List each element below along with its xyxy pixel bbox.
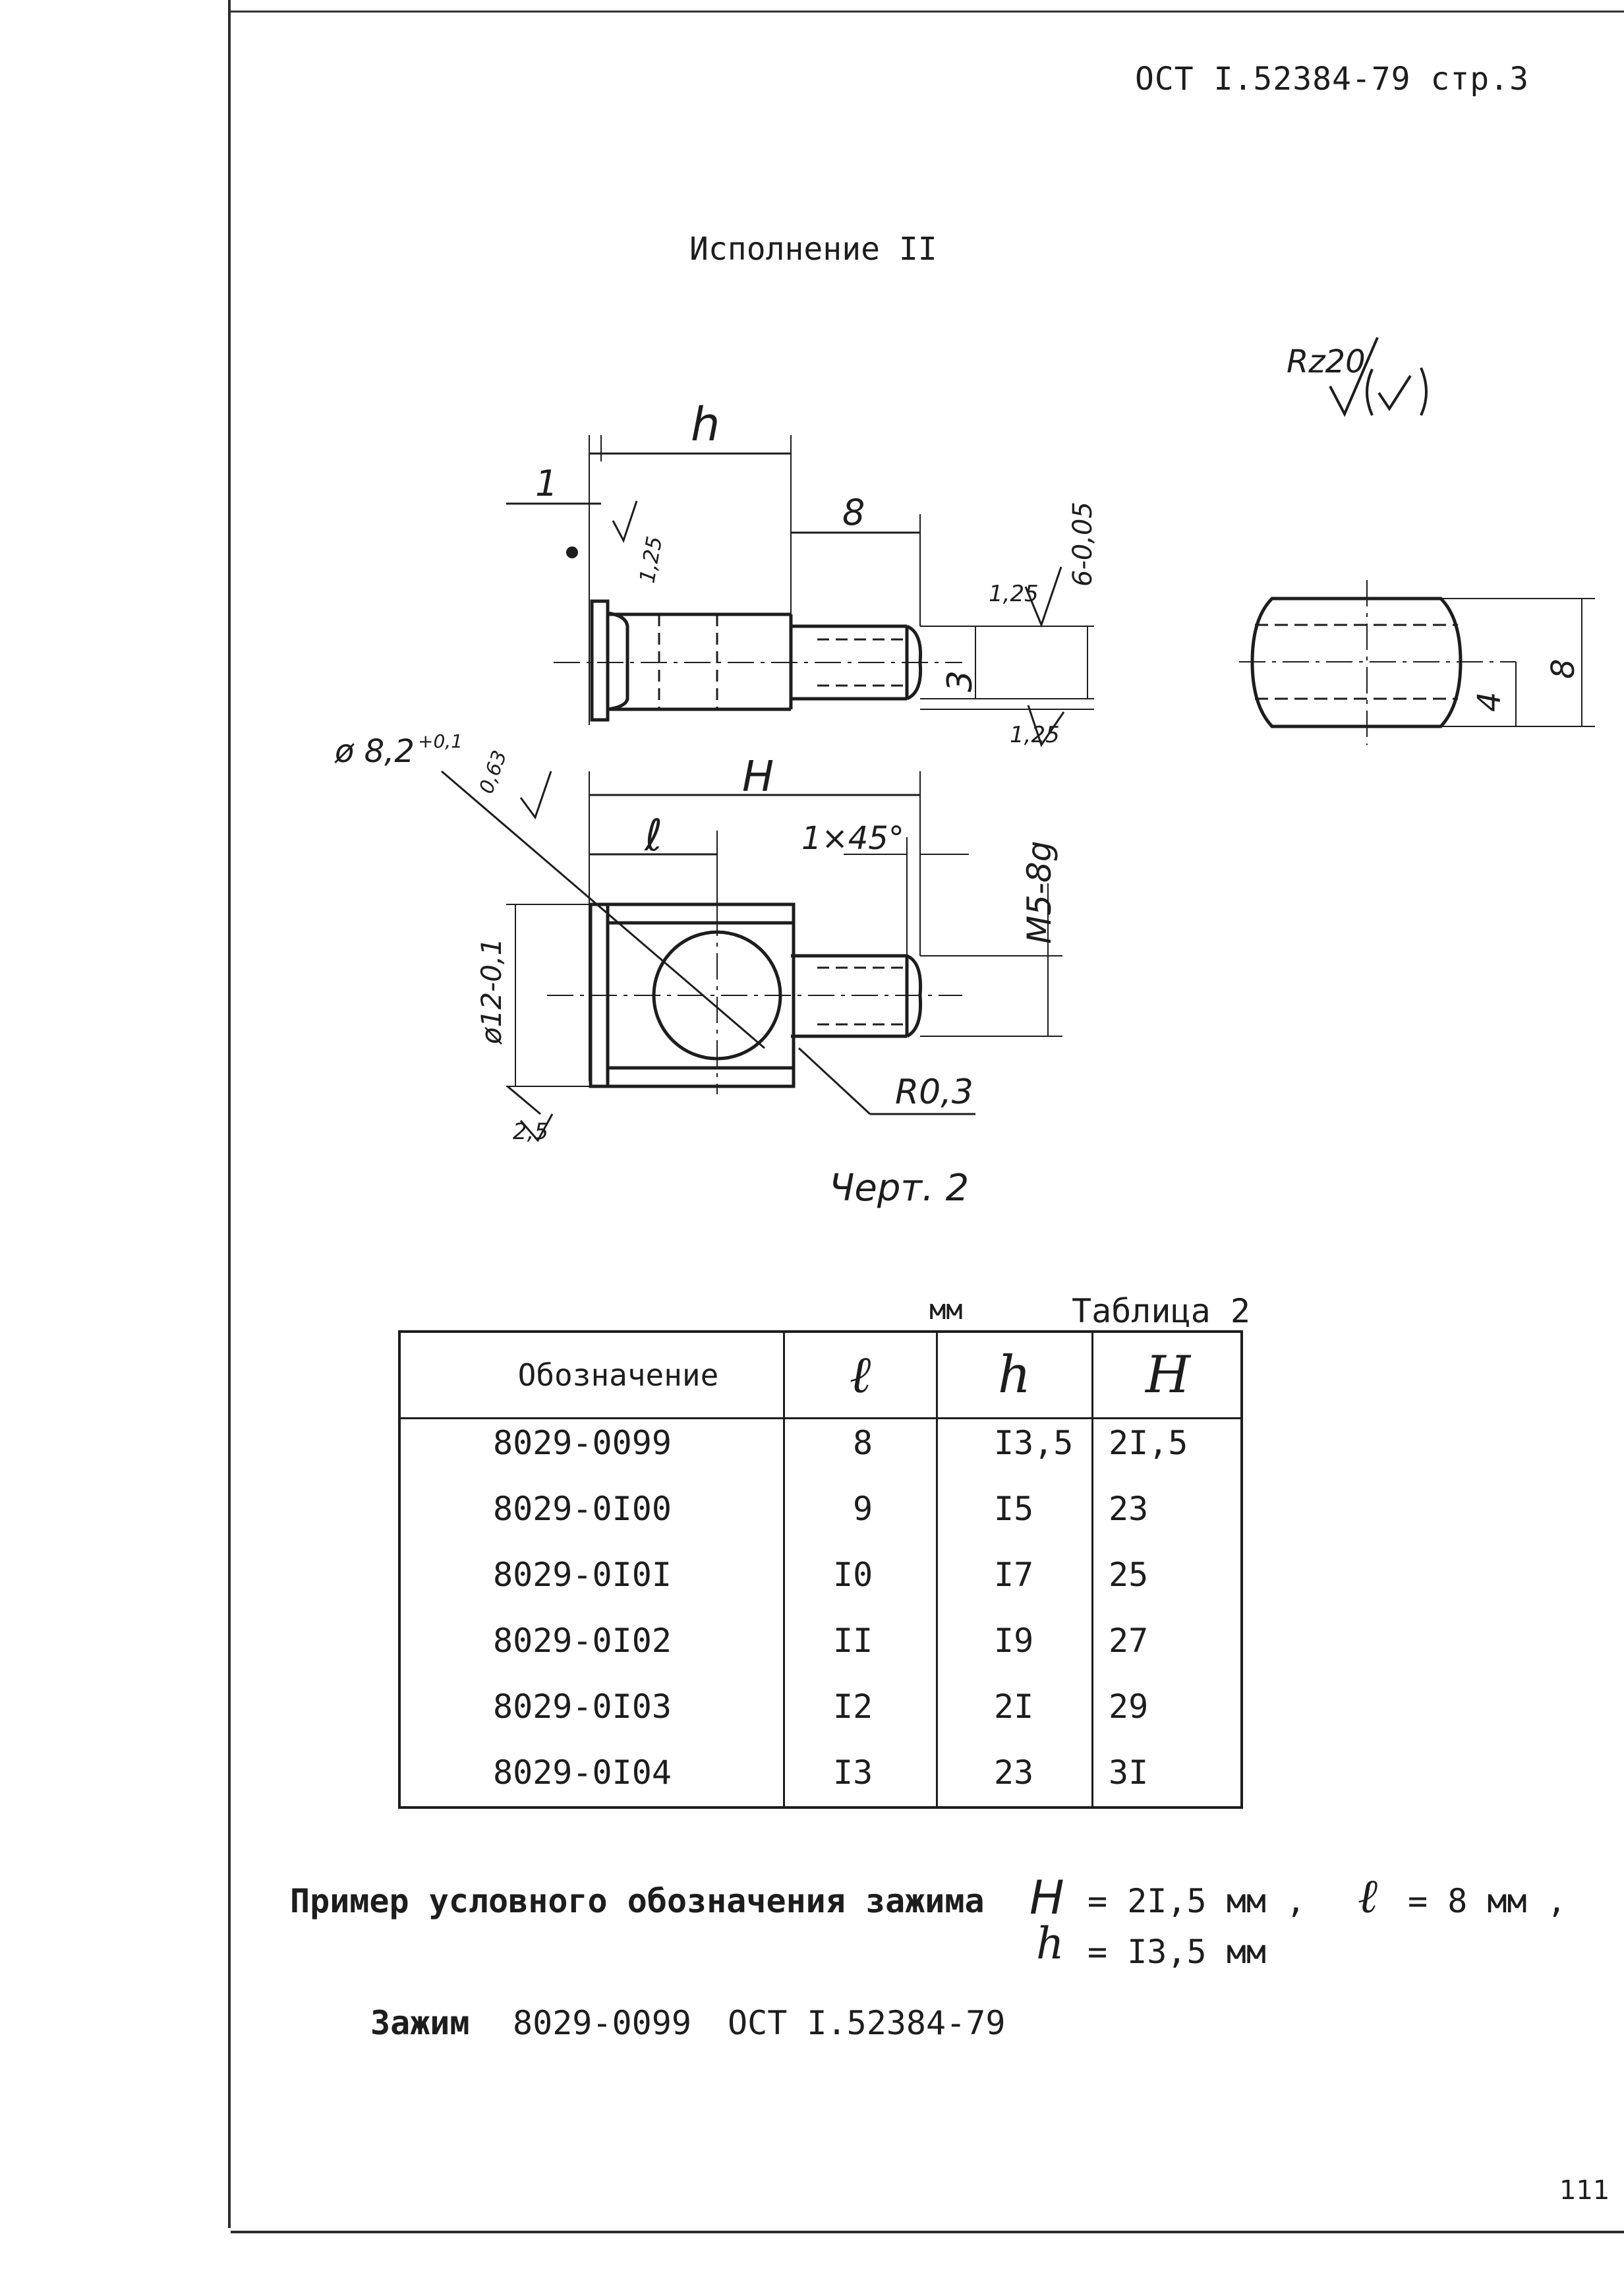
table-row-3-h: I7	[994, 1556, 1034, 1594]
table-row-1-l: 8	[853, 1424, 873, 1462]
example-h-symbol: h	[1036, 1918, 1064, 1969]
dim-three: 3	[941, 670, 980, 692]
table-row-1-designation: 8029-0099	[493, 1424, 672, 1462]
dim-m5: M5-8g	[1020, 840, 1058, 944]
table-row-5-l: I2	[833, 1688, 873, 1726]
spec-table: Обозначение ℓ h H 8029-0099 8 I3,5 2I,5 …	[398, 1330, 1243, 1809]
document-header: ОСТ I.52384-79 стр.3	[1135, 61, 1529, 98]
frame-top-line	[228, 11, 1624, 13]
reference-code: 8029-0099	[513, 2004, 691, 2042]
side-dim-eight: 8	[1545, 659, 1582, 679]
example-l-value: = 8 мм ,	[1408, 1882, 1567, 1920]
frame-left-line	[228, 0, 231, 2228]
drawing-caption: Черт. 2	[829, 1167, 970, 1210]
rough-125-c: 1,25	[1010, 722, 1060, 748]
table-row-6-designation: 8029-0I04	[493, 1753, 672, 1792]
table-row-4-H: 27	[1109, 1622, 1149, 1660]
section-view	[1239, 580, 1595, 745]
header-designation: Обозначение	[517, 1357, 719, 1393]
table-row-6-H: 3I	[1109, 1753, 1149, 1792]
example-H-value: = 2I,5 мм ,	[1088, 1882, 1306, 1920]
dim-chamfer: 1×45°	[801, 820, 904, 857]
example-l-symbol: ℓ	[1358, 1868, 1378, 1924]
table-row-2-H: 23	[1109, 1490, 1149, 1528]
table-row-5-designation: 8029-0I03	[493, 1688, 672, 1726]
table-row-5-H: 29	[1109, 1688, 1149, 1726]
table-row-4-designation: 8029-0I02	[493, 1622, 672, 1660]
header-h: h	[997, 1345, 1031, 1405]
table-header-row	[401, 1333, 1240, 1419]
example-h-value: = I3,5 мм	[1088, 1933, 1266, 1971]
frame-bottom-line	[231, 2231, 1624, 2233]
example-label: Пример условного обозначения зажима	[290, 1882, 985, 1920]
table-row-4-h: I9	[994, 1622, 1034, 1660]
dim-H: H	[742, 753, 774, 802]
rough-125-a: 1,25	[634, 535, 667, 585]
table-row-3-designation: 8029-0I0I	[493, 1556, 672, 1594]
table-row-6-h: 23	[994, 1753, 1034, 1792]
table-row-1-H: 2I,5	[1109, 1424, 1188, 1462]
table-title: Таблица 2	[1072, 1292, 1250, 1330]
roughness-symbol: Rz20	[1287, 337, 1428, 417]
dim-r03: R0,3	[895, 1073, 973, 1112]
example-H-symbol: H	[1030, 1871, 1064, 1925]
table-row-1-h: I3,5	[994, 1424, 1074, 1462]
table-row-2-designation: 8029-0I00	[493, 1490, 672, 1528]
header-H: H	[1145, 1345, 1191, 1405]
roughness-label: Rz20	[1287, 343, 1366, 380]
table-row-4-l: II	[833, 1622, 873, 1660]
side-dim-four: 4	[1471, 691, 1508, 712]
dim-one: 1	[535, 463, 558, 504]
dim-l: ℓ	[644, 810, 662, 861]
page-number: 111	[1559, 2175, 1610, 2206]
rough-25: 2,5	[513, 1119, 548, 1145]
dim-h: h	[691, 397, 720, 452]
rough-125-b: 1,25	[989, 581, 1039, 607]
dim-phi82: ø 8,2	[334, 733, 415, 770]
ink-dot	[566, 546, 578, 558]
elevation-view	[506, 435, 1094, 748]
variant-title: Исполнение II	[689, 231, 937, 268]
dim-eight: 8	[842, 492, 865, 533]
table-row-3-H: 25	[1109, 1556, 1149, 1594]
dim-phi12: ø12-0,1	[475, 938, 508, 1045]
dim-six: 6-0,05	[1068, 502, 1098, 587]
header-l: ℓ	[849, 1345, 871, 1405]
table-row-2-h: I5	[994, 1490, 1034, 1528]
table-row-2-l: 9	[853, 1490, 873, 1528]
dim-phi82-tol: +0,1	[418, 730, 463, 752]
reference-standard: ОСТ I.52384-79	[728, 2004, 1006, 2042]
reference-label: Зажим	[370, 2004, 470, 2042]
rough-063: 0,63	[475, 748, 512, 797]
table-row-5-h: 2I	[994, 1688, 1034, 1726]
table-row-3-l: I0	[833, 1556, 873, 1594]
table-row-6-l: I3	[833, 1753, 873, 1792]
plan-view	[441, 770, 1062, 1142]
table-units: мм	[929, 1293, 963, 1326]
